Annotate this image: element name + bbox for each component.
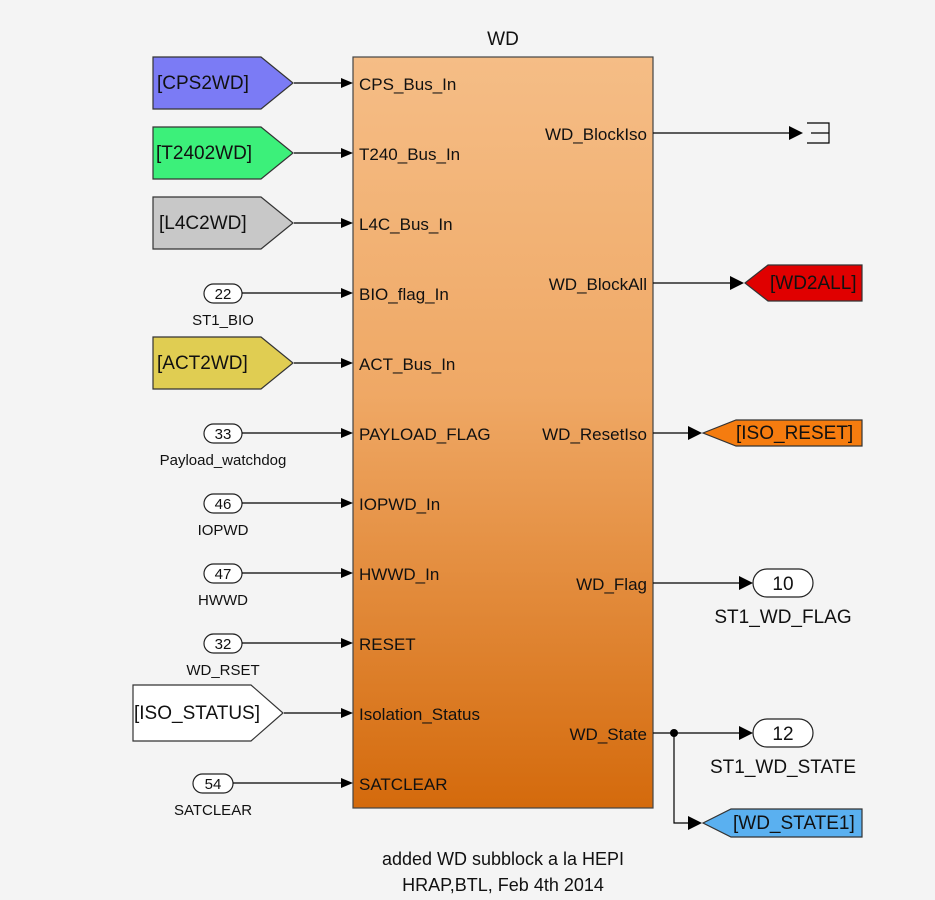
tag-label: [L4C2WD] <box>159 213 247 234</box>
branch-point <box>670 729 678 737</box>
terminator-block[interactable] <box>807 122 830 144</box>
output-port-label: WD_BlockIso <box>545 125 647 144</box>
output-port-label: WD_ResetIso <box>542 425 647 444</box>
input-port-label: ACT_Bus_In <box>359 355 455 374</box>
input-port-label: SATCLEAR <box>359 775 448 794</box>
inport-name: Payload_watchdog <box>160 452 287 469</box>
tag-label: [WD2ALL] <box>770 273 857 294</box>
input-port-label: Isolation_Status <box>359 705 480 724</box>
annotation-line-1: added WD subblock a la HEPI <box>382 849 624 869</box>
from-tag-cps2wd[interactable]: [CPS2WD] <box>152 56 294 110</box>
from-tag-t2402wd[interactable]: [T2402WD] <box>152 126 294 180</box>
input-port-label: PAYLOAD_FLAG <box>359 425 491 444</box>
inport-number: 46 <box>215 496 232 513</box>
tag-label: [CPS2WD] <box>157 73 249 94</box>
wd-subsystem-block[interactable] <box>352 56 654 809</box>
inport-number: 22 <box>215 286 232 303</box>
input-port-label: IOPWD_In <box>359 495 440 514</box>
inport-iopwd[interactable]: 46 <box>203 493 243 514</box>
tag-label: [ACT2WD] <box>157 353 248 374</box>
block-title: WD <box>487 29 519 50</box>
inport-name: IOPWD <box>198 522 249 539</box>
inport-name: HWWD <box>198 592 248 609</box>
tag-label: [ISO_STATUS] <box>134 703 260 724</box>
inport-number: 32 <box>215 636 232 653</box>
from-tag-l4c2wd[interactable]: [L4C2WD] <box>152 196 294 250</box>
input-port-label: L4C_Bus_In <box>359 215 453 234</box>
input-port-label: CPS_Bus_In <box>359 75 456 94</box>
input-port-label: T240_Bus_In <box>359 145 460 164</box>
output-port-label: WD_BlockAll <box>549 275 647 294</box>
inport-satclear[interactable]: 54 <box>192 773 234 794</box>
goto-tag-wd-state1[interactable]: [WD_STATE1] <box>701 808 863 838</box>
goto-tag-iso-reset[interactable]: [ISO_RESET] <box>701 419 863 447</box>
inport-number: 33 <box>215 426 232 443</box>
from-tag-iso-status[interactable]: [ISO_STATUS] <box>132 684 284 742</box>
tag-label: [T2402WD] <box>156 143 252 164</box>
inport-number: 47 <box>215 566 232 583</box>
input-port-label: HWWD_In <box>359 565 439 584</box>
output-port-label: WD_State <box>570 725 647 744</box>
inport-wd-rset[interactable]: 32 <box>203 633 243 654</box>
output-port-label: WD_Flag <box>576 575 647 594</box>
input-wires <box>233 78 353 788</box>
outport-name: ST1_WD_STATE <box>710 757 856 778</box>
inport-st1-bio[interactable]: 22 <box>203 283 243 304</box>
annotation-line-2: HRAP,BTL, Feb 4th 2014 <box>402 875 604 895</box>
inport-name: SATCLEAR <box>174 802 252 819</box>
inport-payload-watchdog[interactable]: 33 <box>203 423 243 444</box>
inport-name: ST1_BIO <box>192 312 254 329</box>
output-wires <box>653 126 803 830</box>
goto-tag-wd2all[interactable]: [WD2ALL] <box>744 264 863 302</box>
outport-st1-wd-state[interactable]: 12 <box>752 718 814 748</box>
outport-number: 10 <box>772 574 793 595</box>
from-tag-act2wd[interactable]: [ACT2WD] <box>152 336 294 390</box>
tag-label: [ISO_RESET] <box>736 423 853 444</box>
inport-hwwd[interactable]: 47 <box>203 563 243 584</box>
outport-st1-wd-flag[interactable]: 10 <box>752 568 814 598</box>
tag-label: [WD_STATE1] <box>733 813 855 834</box>
inport-name: WD_RSET <box>186 662 259 679</box>
input-port-label: BIO_flag_In <box>359 285 449 304</box>
outport-name: ST1_WD_FLAG <box>714 607 851 628</box>
inport-number: 54 <box>205 776 222 793</box>
input-port-label: RESET <box>359 635 416 654</box>
outport-number: 12 <box>772 724 793 745</box>
